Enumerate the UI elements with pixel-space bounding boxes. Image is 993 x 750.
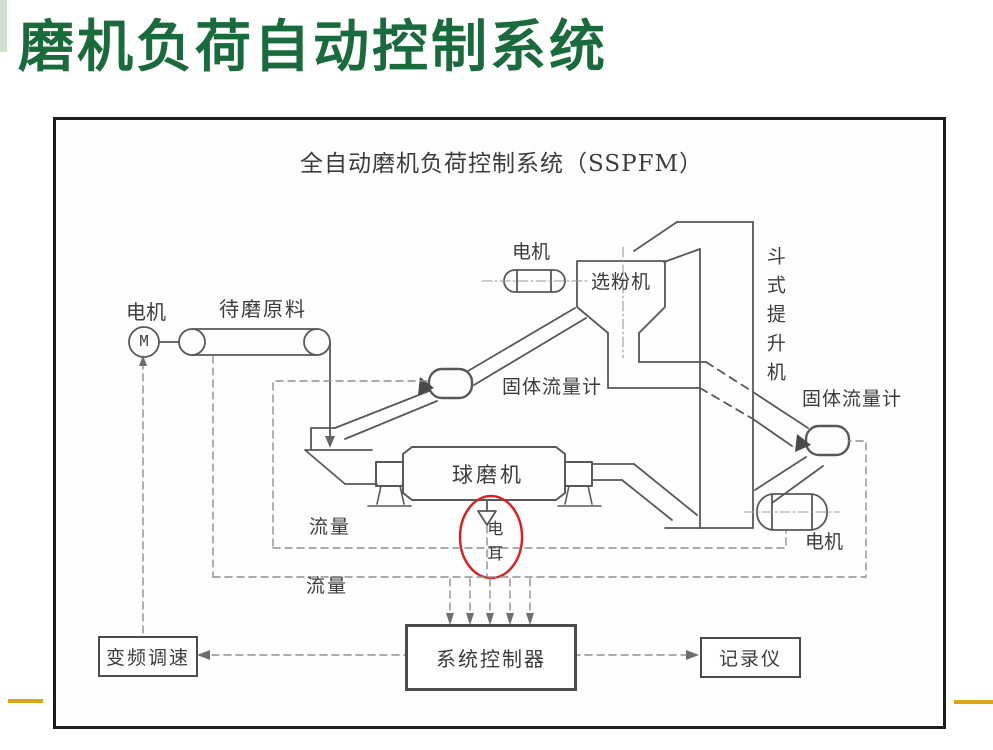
signal-arrowheads [139, 355, 699, 660]
feed-conveyor-group [128, 326, 335, 448]
mill-outlet-chute [591, 463, 754, 529]
gold-divider-right [954, 700, 993, 704]
raw-material-label: 待磨原料 [219, 297, 307, 321]
separator-motor-label: 电机 [512, 241, 551, 263]
electric-ear-label: 电耳 [484, 520, 504, 570]
slide-title: 磨机负荷自动控制系统 [18, 14, 608, 80]
signal-lines [142, 355, 867, 656]
bucket-elevator-shape [633, 221, 754, 529]
elevator-motor-label: 电机 [805, 531, 844, 553]
motor-m-symbol: M [139, 332, 149, 350]
system-controller-box: 系统控制器 [405, 624, 577, 691]
elevator-motor-shape [743, 493, 841, 531]
mill-inlet-hopper [304, 449, 378, 485]
red-highlight-ellipse [458, 494, 524, 580]
separator-label: 选粉机 [591, 271, 652, 293]
duct-to-right-meter [699, 361, 824, 504]
conveyor-motor-label: 电机 [126, 300, 166, 324]
separator-motor-shape [481, 269, 591, 293]
electric-ear-marker [477, 500, 497, 526]
gold-divider-left [8, 699, 43, 703]
flow-meter-right-shape [795, 424, 851, 457]
bucket-elevator-label: 斗式提升机 [763, 246, 786, 391]
ball-mill-label: 球磨机 [452, 463, 524, 487]
left-accent-stripe [0, 0, 7, 52]
vfd-box: 变频调速 [98, 636, 198, 677]
recorder-box: 记录仪 [700, 637, 801, 678]
flow-lower-label: 流量 [306, 575, 349, 597]
diagram-title: 全自动磨机负荷控制系统（SSPFM） [300, 151, 704, 177]
flow-meter-right-label: 固体流量计 [802, 388, 903, 410]
return-chute-left [310, 307, 587, 450]
ball-mill-shape [367, 446, 602, 507]
separator-shape [576, 246, 707, 389]
flow-meter-left-shape [418, 367, 474, 400]
flow-meter-left-label: 固体流量计 [502, 376, 603, 398]
flow-upper-label: 流量 [309, 516, 352, 538]
